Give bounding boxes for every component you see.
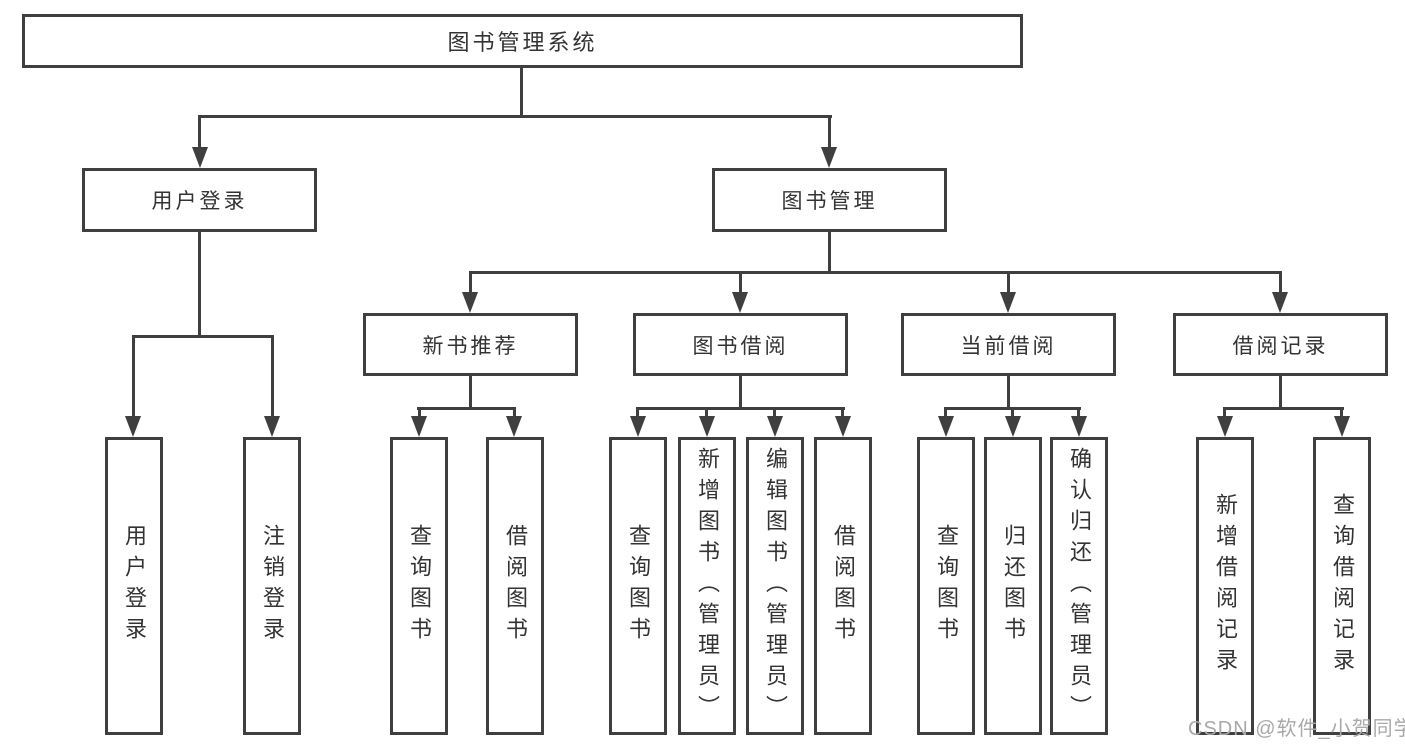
node-book-borrowing: 图书借阅 — [633, 313, 848, 376]
arrowhead-down-icon — [1217, 416, 1233, 437]
node-label: 查询图书 — [407, 524, 432, 648]
node-label: 借阅图书 — [503, 524, 528, 648]
arrowhead-down-icon — [1272, 292, 1288, 313]
connector-line — [132, 335, 274, 338]
arrowhead-down-icon — [192, 147, 208, 168]
connector-line — [828, 232, 831, 274]
node-label: 图书管理 — [781, 190, 878, 213]
connector-line — [636, 407, 845, 410]
connector-line — [198, 232, 201, 336]
connector-line — [1007, 271, 1010, 297]
connector-line — [636, 407, 639, 420]
connector-line — [520, 68, 523, 118]
connector-line — [1279, 271, 1282, 297]
arrowhead-down-icon — [821, 147, 837, 168]
connector-line — [469, 376, 472, 410]
leaf-return-books: 归还图书 — [984, 437, 1042, 735]
arrowhead-down-icon — [264, 416, 280, 437]
leaf-edit-book-admin: 编辑图书（管理员） — [746, 437, 804, 735]
connector-line — [198, 115, 201, 153]
connector-line — [773, 407, 776, 420]
connector-line — [417, 407, 516, 410]
leaf-query-books: 查询图书 — [917, 437, 975, 735]
node-label: 新增借阅记录 — [1213, 493, 1238, 679]
node-current-borrowing: 当前借阅 — [901, 313, 1116, 376]
node-label: 归还图书 — [1001, 524, 1026, 648]
connector-line — [1279, 376, 1282, 410]
arrowhead-down-icon — [1000, 292, 1016, 313]
leaf-query-books: 查询图书 — [390, 437, 448, 735]
leaf-user-login: 用户登录 — [105, 437, 163, 735]
connector-line — [271, 335, 274, 420]
connector-line — [198, 115, 832, 118]
connector-line — [1011, 407, 1014, 420]
arrowhead-down-icon — [125, 416, 141, 437]
leaf-query-borrow-record: 查询借阅记录 — [1313, 437, 1371, 735]
leaf-borrow-books: 借阅图书 — [814, 437, 872, 735]
node-library-management-system: 图书管理系统 — [22, 14, 1023, 68]
arrowhead-down-icon — [1005, 416, 1021, 437]
node-label: 借阅图书 — [831, 524, 856, 648]
node-label: 查询借阅记录 — [1330, 493, 1355, 679]
connector-line — [1223, 407, 1344, 410]
arrowhead-down-icon — [699, 416, 715, 437]
connector-line — [944, 407, 947, 420]
node-label: 图书借阅 — [692, 334, 789, 358]
arrowhead-down-icon — [1071, 416, 1087, 437]
connector-line — [841, 407, 844, 420]
node-label: 注销登录 — [260, 524, 285, 648]
connector-line — [828, 115, 831, 153]
leaf-borrow-books: 借阅图书 — [486, 437, 544, 735]
node-label: 新书推荐 — [422, 334, 519, 358]
connector-line — [469, 271, 1282, 274]
arrowhead-down-icon — [767, 416, 783, 437]
connector-line — [1223, 407, 1226, 420]
node-label: 用户登录 — [122, 524, 147, 648]
arrowhead-down-icon — [938, 416, 954, 437]
node-label: 用户登录 — [151, 190, 248, 213]
arrowhead-down-icon — [506, 416, 522, 437]
leaf-logout: 注销登录 — [243, 437, 301, 735]
node-label: 借阅记录 — [1232, 334, 1329, 358]
node-label: 当前借阅 — [960, 334, 1057, 358]
leaf-add-borrow-record: 新增借阅记录 — [1196, 437, 1254, 735]
node-label: 新增图书（管理员） — [695, 446, 720, 726]
connector-line — [418, 407, 421, 420]
node-user-login: 用户登录 — [82, 168, 317, 232]
arrowhead-down-icon — [732, 292, 748, 313]
arrowhead-down-icon — [630, 416, 646, 437]
node-label: 查询图书 — [626, 524, 651, 648]
connector-line — [705, 407, 708, 420]
node-label: 编辑图书（管理员） — [763, 446, 788, 726]
connector-line — [469, 271, 472, 297]
arrowhead-down-icon — [411, 416, 427, 437]
node-label: 确认归还（管理员） — [1067, 446, 1092, 726]
connector-line — [739, 271, 742, 297]
connector-line — [1077, 407, 1080, 420]
leaf-query-books: 查询图书 — [609, 437, 667, 735]
connector-line — [132, 335, 135, 420]
node-label: 查询图书 — [934, 524, 959, 648]
node-book-management: 图书管理 — [712, 168, 947, 232]
connector-line — [513, 407, 516, 420]
node-label: 图书管理系统 — [447, 30, 598, 55]
node-borrowing-records: 借阅记录 — [1173, 313, 1388, 376]
leaf-confirm-return-admin: 确认归还（管理员） — [1050, 437, 1108, 735]
node-new-book-recommendation: 新书推荐 — [363, 313, 578, 376]
arrowhead-down-icon — [1334, 416, 1350, 437]
watermark: CSDN @软件_小贺同学 — [1188, 718, 1405, 740]
leaf-add-book-admin: 新增图书（管理员） — [678, 437, 736, 735]
arrowhead-down-icon — [835, 416, 851, 437]
arrowhead-down-icon — [462, 292, 478, 313]
connector-line — [1007, 376, 1010, 410]
connector-line — [1340, 407, 1343, 420]
connector-line — [739, 376, 742, 410]
